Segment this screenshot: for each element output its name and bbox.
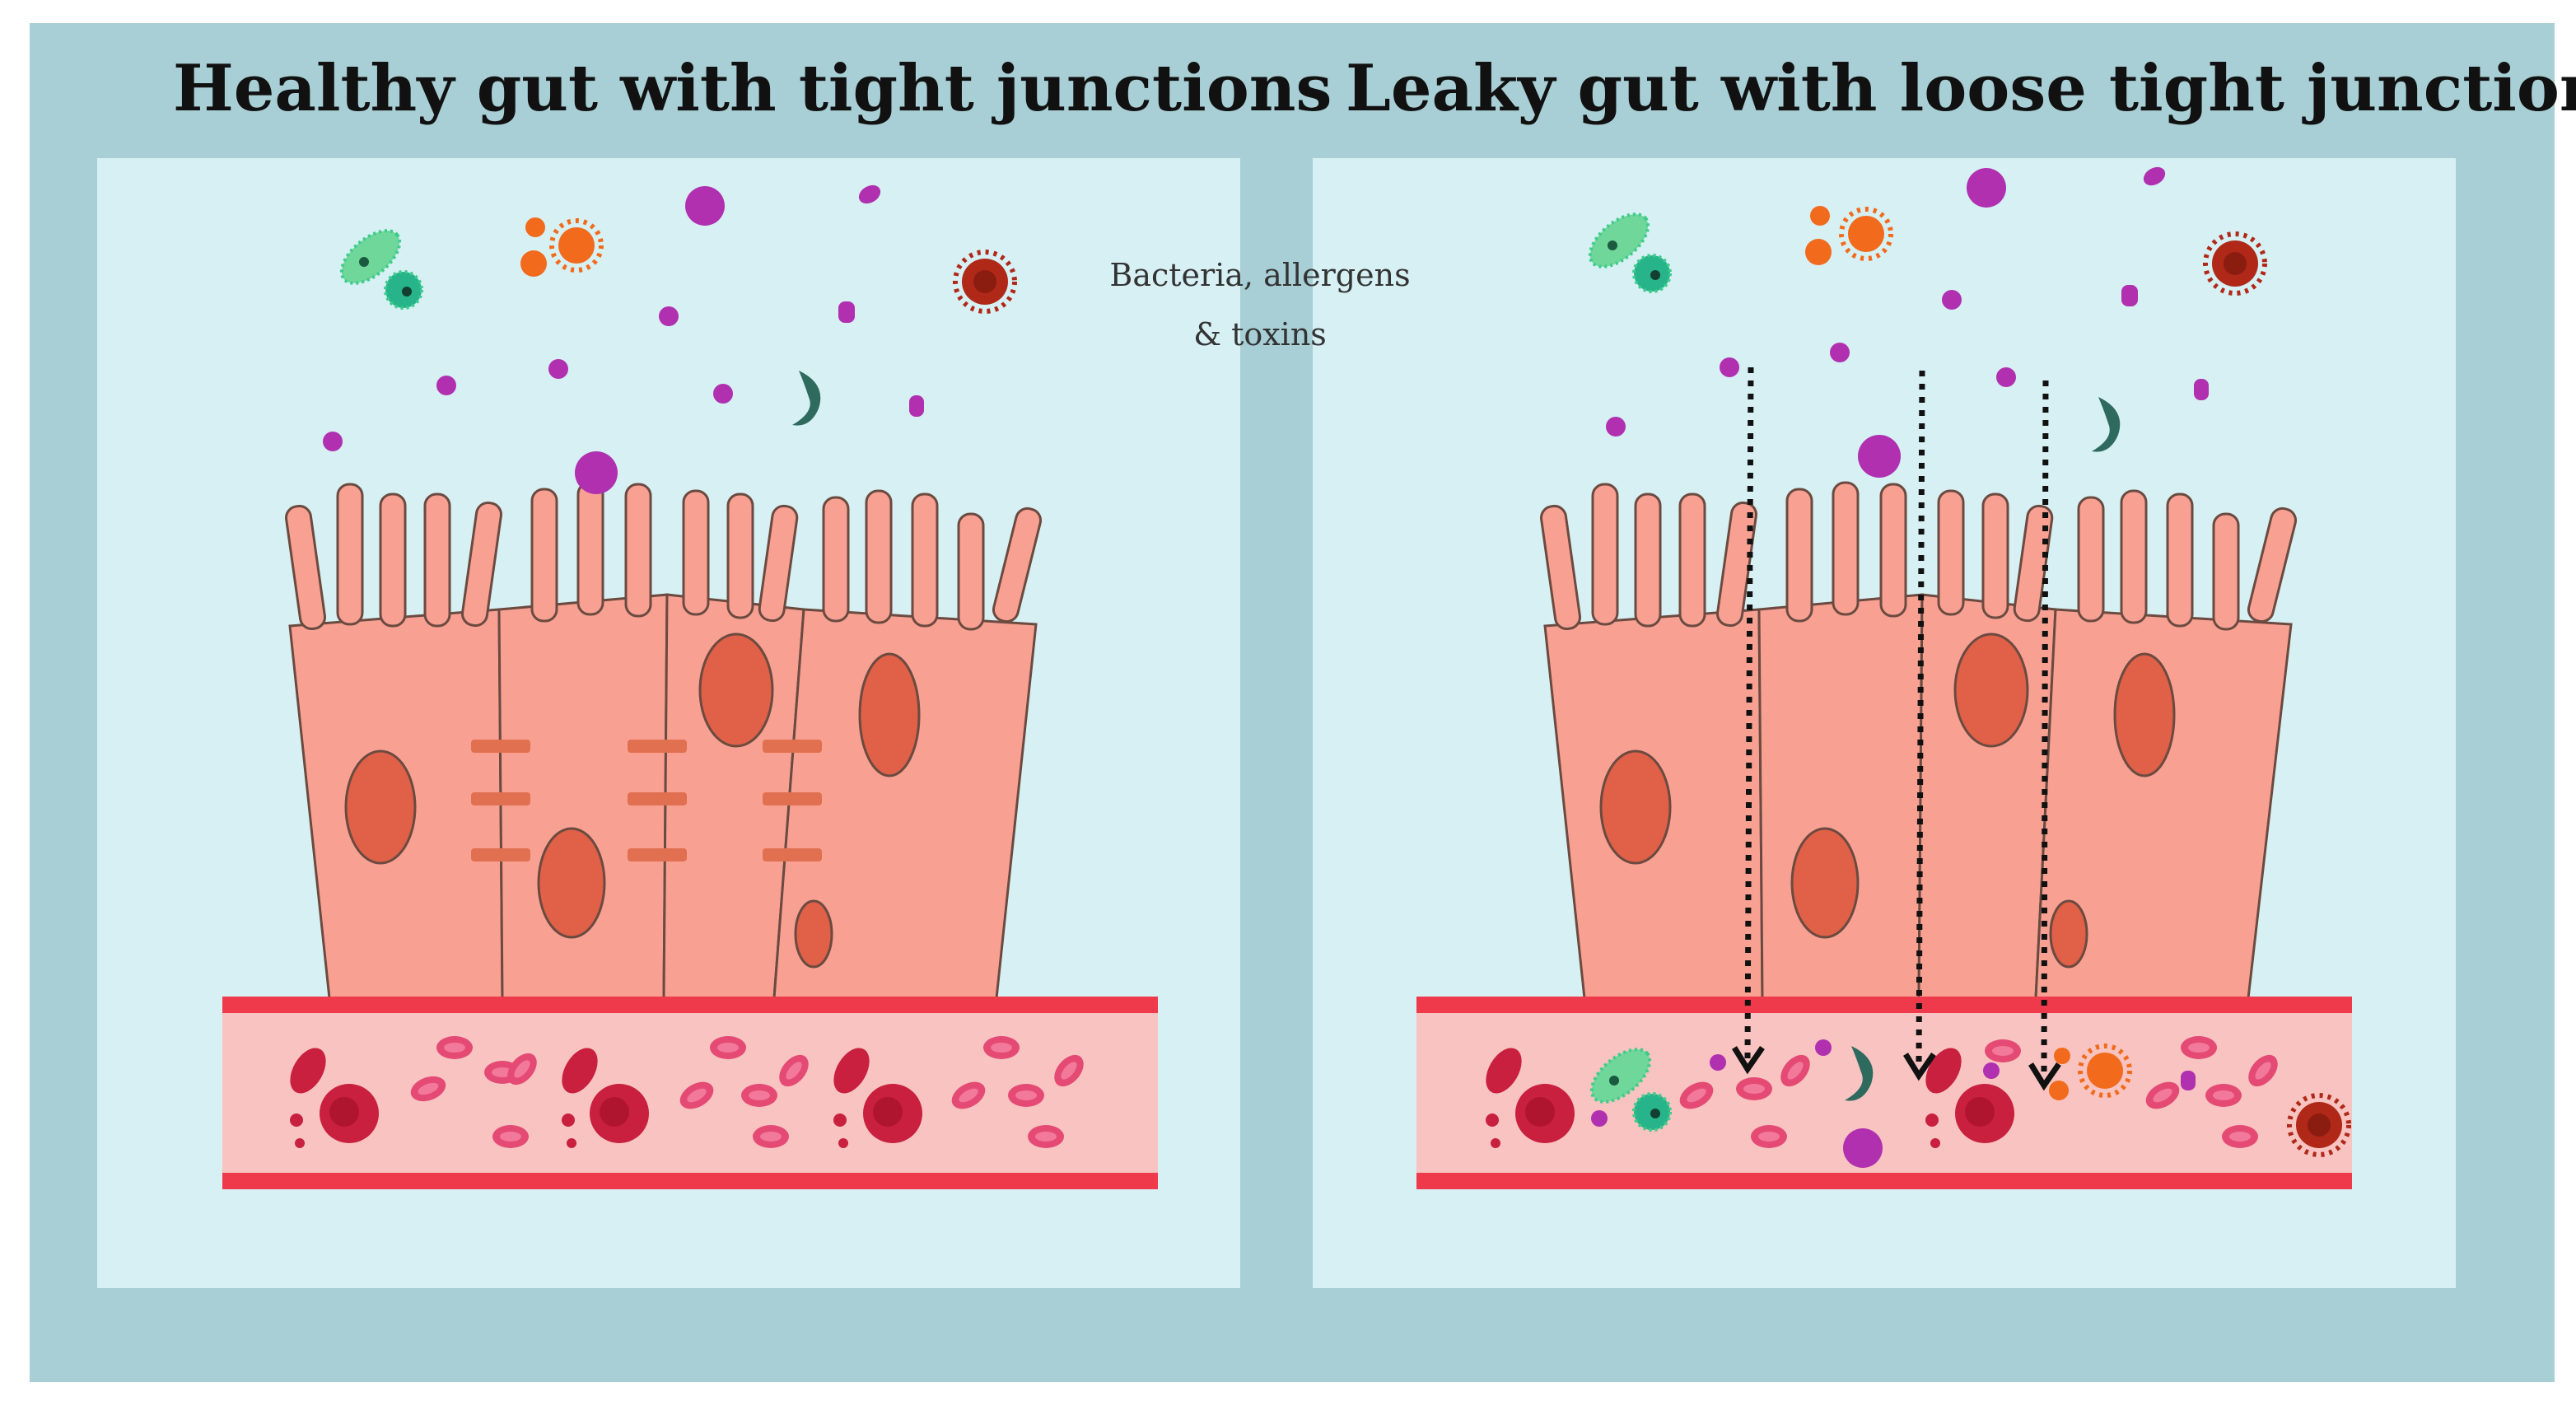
leakage-arrowheads — [1732, 1046, 2061, 1091]
healthy-epithelium — [285, 481, 1043, 1000]
leaky-gut-title: Leaky gut with loose tight junctions — [1346, 51, 2576, 126]
healthy-luminal-contents — [323, 184, 1015, 494]
caption-line-1: Bacteria, allergens — [1109, 257, 1411, 293]
leaky-blood-vessel — [1416, 997, 2352, 1189]
healthy-blood-vessel — [222, 997, 1158, 1189]
leaky-luminal-contents — [1579, 166, 2265, 478]
tight-junctions — [471, 740, 822, 861]
bacteria-allergens-toxins-caption: Bacteria, allergens & toxins — [1071, 245, 1449, 364]
leak-arrow-1 — [1744, 367, 1754, 1063]
leak-arrow-3 — [2041, 380, 2049, 1080]
leaky-epithelium — [1540, 481, 2298, 1000]
leakage-arrows — [1744, 367, 2049, 1080]
caption-line-2: & toxins — [1193, 316, 1327, 352]
healthy-gut-title: Healthy gut with tight junctions — [173, 51, 1332, 126]
leak-arrow-2 — [1916, 370, 1925, 1070]
